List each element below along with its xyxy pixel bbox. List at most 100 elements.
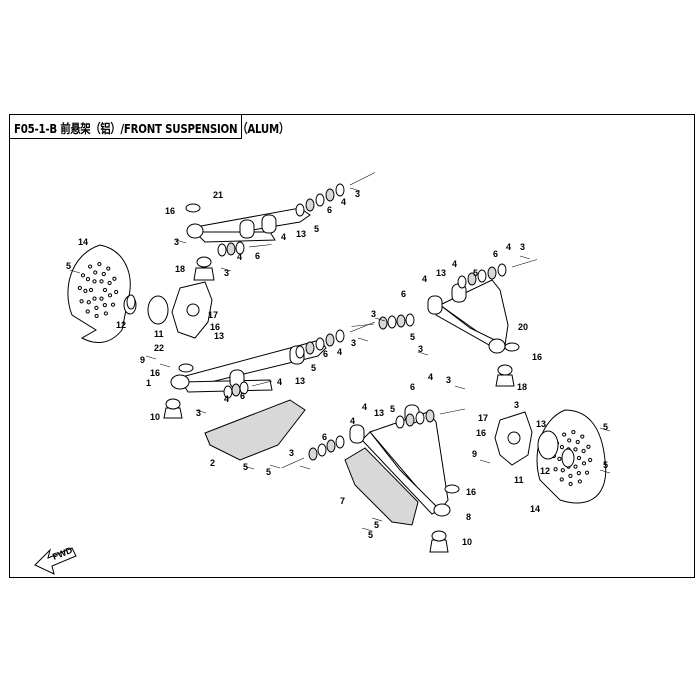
- callout-12: 12: [116, 320, 126, 330]
- disc-vent-hole: [85, 309, 90, 314]
- right-skid-plate: [344, 447, 419, 526]
- disc-vent-hole: [99, 279, 104, 284]
- callout-5: 5: [266, 467, 271, 477]
- callout-4: 4: [281, 232, 286, 242]
- callout-4: 4: [341, 197, 346, 207]
- pivot-bolt: [281, 457, 305, 469]
- callout-19: 18: [517, 382, 527, 392]
- bushing-washer: [295, 203, 305, 217]
- hex-bolt: [220, 267, 232, 272]
- bushing-washer: [457, 275, 467, 289]
- bushing-washer: [317, 443, 327, 457]
- hex-bolt: [519, 255, 531, 260]
- disc-vent-hole: [102, 287, 108, 293]
- callout-6: 6: [410, 382, 415, 392]
- hex-bolt: [349, 187, 361, 192]
- callout-5: 5: [243, 462, 248, 472]
- callout-3: 3: [446, 375, 451, 385]
- bushing-washer: [405, 413, 415, 427]
- fwd-direction-arrow: FWD: [34, 545, 77, 575]
- bushing-washer: [477, 269, 487, 283]
- callout-4: 4: [428, 372, 433, 382]
- hex-bolt: [243, 465, 255, 470]
- hex-bolt: [599, 427, 611, 432]
- bushing-washer: [235, 241, 245, 255]
- disc-vent-hole: [580, 434, 585, 439]
- callout-3: 3: [514, 400, 519, 410]
- callout-16: 16: [210, 322, 220, 332]
- callout-6: 6: [240, 391, 245, 401]
- callout-3: 3: [418, 344, 423, 354]
- callout-17: 16: [532, 352, 542, 362]
- disc-vent-hole: [110, 302, 116, 307]
- disc-vent-hole: [573, 447, 578, 452]
- title-box: [9, 114, 242, 139]
- callout-5: 5: [374, 520, 379, 530]
- callout-17: 16: [165, 206, 175, 216]
- bushing-washer: [335, 183, 345, 197]
- upper-left-a-arm: [186, 207, 311, 243]
- disc-vent-hole: [94, 313, 99, 319]
- disc-vent-hole: [101, 271, 106, 277]
- callout-10: 10: [462, 537, 472, 547]
- callout-6: 6: [327, 205, 332, 215]
- bushing-washer: [315, 193, 325, 207]
- left-brake-disc: [67, 244, 131, 343]
- disc-vent-hole: [576, 471, 581, 476]
- callout-14: 13: [214, 331, 224, 341]
- bushing-washer: [425, 409, 435, 423]
- hex-bolt: [417, 351, 429, 356]
- callout-5: 5: [473, 268, 478, 278]
- disc-vent-hole: [588, 457, 593, 463]
- callout-9: 9: [472, 449, 477, 459]
- callout-9: 9: [140, 355, 145, 365]
- callout-14: 13: [296, 229, 306, 239]
- disc-vent-hole: [92, 279, 97, 284]
- hex-bolt: [361, 527, 373, 532]
- callout-3: 3: [355, 189, 360, 199]
- callout-2: 2: [210, 458, 215, 468]
- callout-22: 22: [154, 343, 164, 353]
- callout-3: 3: [351, 338, 356, 348]
- disc-vent-hole: [586, 444, 591, 449]
- disc-vent-hole: [107, 293, 113, 298]
- bushing-washer: [395, 415, 405, 429]
- disc-vent-hole: [568, 481, 573, 487]
- right-steering-knuckle: [494, 411, 575, 468]
- disc-vent-hole: [567, 438, 572, 443]
- pivot-bolt: [511, 259, 538, 268]
- hex-bolt: [374, 317, 386, 322]
- callout-17: 16: [466, 487, 476, 497]
- disc-vent-hole: [553, 467, 558, 472]
- disc-vent-hole: [114, 289, 119, 295]
- disc-vent-hole: [562, 432, 567, 437]
- hex-bolt: [145, 355, 157, 360]
- callout-4: 4: [350, 416, 355, 426]
- hex-bolt: [269, 464, 281, 469]
- hex-bolt: [175, 239, 187, 244]
- callout-5: 5: [390, 404, 395, 414]
- disc-vent-hole: [83, 288, 88, 293]
- disc-vent-hole: [107, 280, 112, 286]
- bushing-washer: [239, 381, 249, 395]
- pivot-bolt: [251, 380, 273, 387]
- callout-3: 3: [371, 309, 376, 319]
- callout-4: 4: [452, 259, 457, 269]
- callout-6: 6: [255, 251, 260, 261]
- page-title: F05-1-B 前悬架（铝）/FRONT SUSPENSION（ALUM）: [14, 121, 289, 136]
- bushing-washer: [295, 345, 305, 359]
- callout-4: 4: [422, 274, 427, 284]
- upper-right-a-arm: [427, 279, 509, 354]
- disc-vent-hole: [92, 296, 97, 301]
- bushing-washer: [387, 315, 397, 329]
- bushing-washer: [497, 263, 507, 277]
- callout-5: 5: [66, 261, 71, 271]
- disc-vent-hole: [584, 470, 590, 475]
- callout-14: 13: [295, 376, 305, 386]
- disc-vent-hole: [85, 277, 91, 282]
- bushing-washer: [396, 314, 406, 328]
- callout-14: 13: [536, 419, 546, 429]
- callout-5: 5: [311, 363, 316, 373]
- callout-16: 16: [476, 428, 486, 438]
- hex-bolt: [599, 469, 611, 474]
